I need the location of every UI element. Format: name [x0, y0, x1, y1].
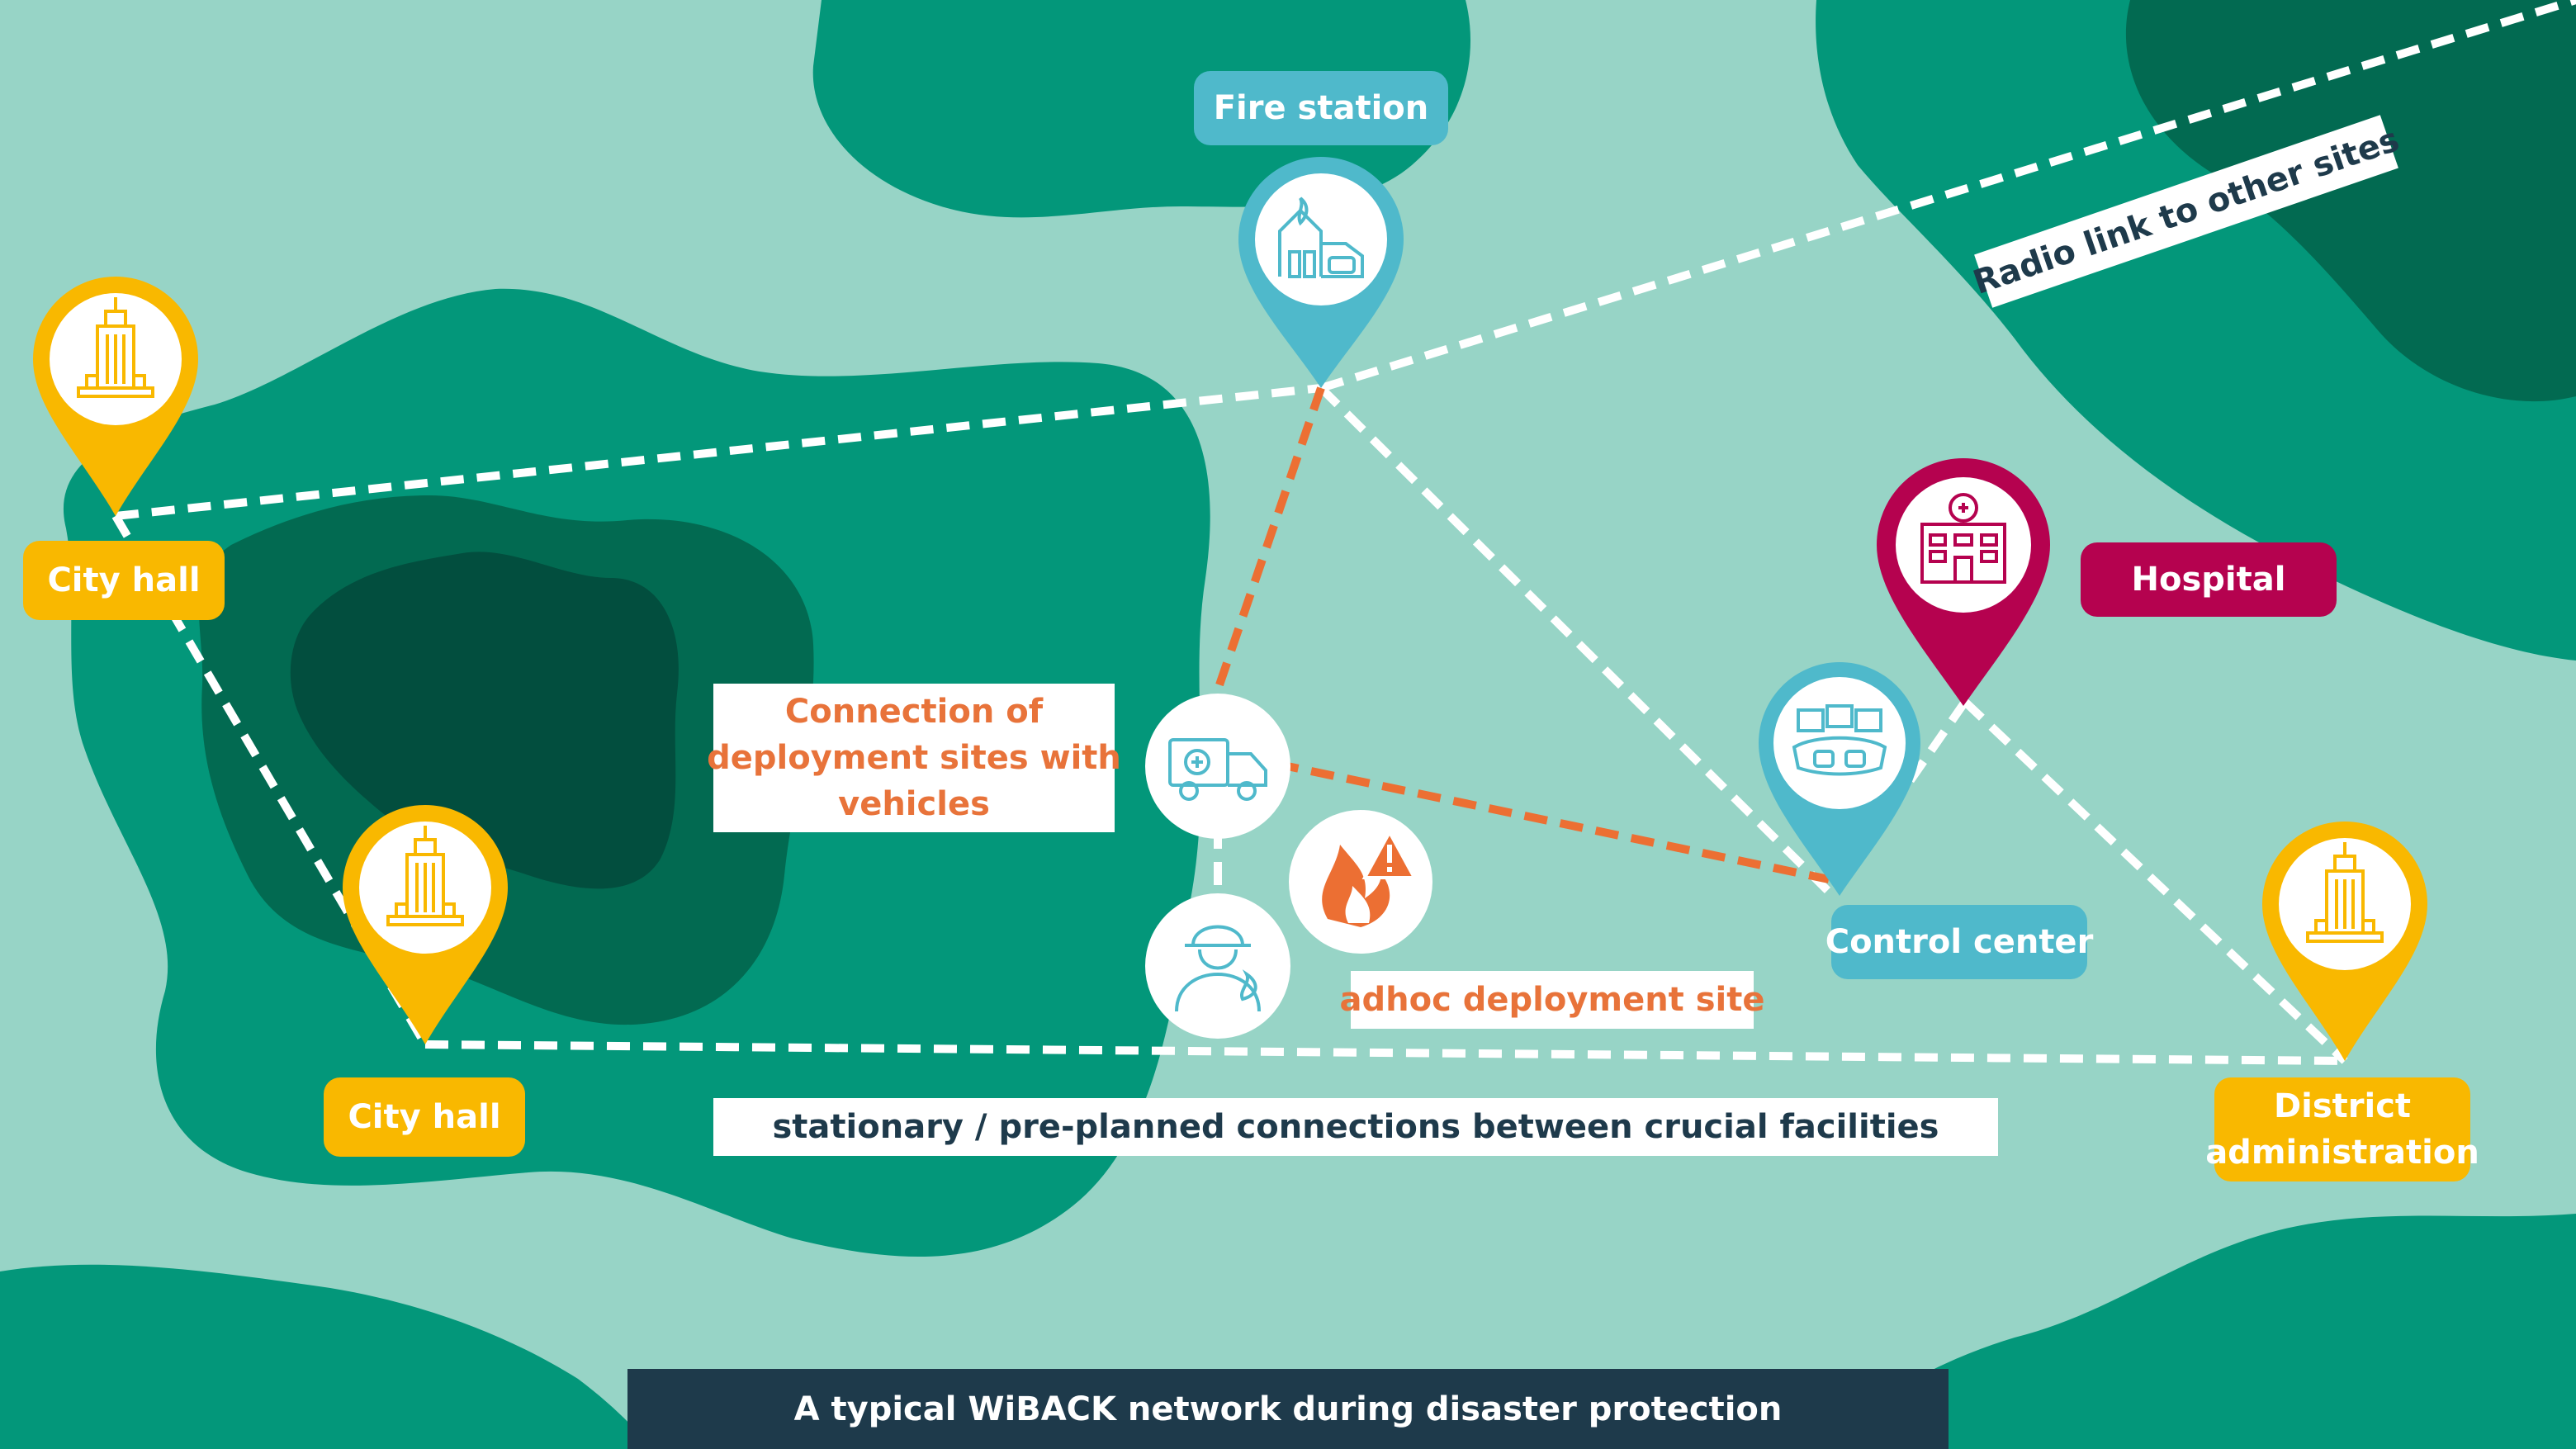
label-adhoc-site: adhoc deployment site	[1340, 971, 1765, 1029]
vehicle-links	[1210, 386, 1830, 883]
label-control-center: Control center	[1825, 905, 2093, 979]
label-city-hall-left: City hall	[23, 541, 225, 620]
city-hall-building-icon	[386, 826, 464, 926]
label-district-administration: District administration	[2205, 1077, 2479, 1181]
ambulance-node	[1145, 694, 1290, 839]
label-vehicle-connection: Connection of deployment sites with vehi…	[707, 684, 1121, 832]
pin-fire-station	[1238, 157, 1404, 388]
vehicles-line-2: deployment sites with	[707, 739, 1121, 777]
vehicles-line-1: Connection of	[784, 693, 1044, 731]
city-hall-building-icon	[2306, 842, 2384, 943]
label-stationary-connections: stationary / pre-planned connections bet…	[713, 1098, 1998, 1156]
link-hospital-district	[1962, 698, 2348, 1064]
label-fire-station: Fire station	[1194, 71, 1448, 145]
fire-warning-node	[1289, 810, 1432, 954]
city-hall-building-icon	[77, 297, 154, 398]
link-fire-ambulance	[1210, 386, 1325, 703]
label-city-hall-bottom: City hall	[324, 1077, 525, 1157]
pin-city-hall-bottom	[343, 805, 508, 1044]
link-ambulance-control	[1274, 760, 1830, 883]
link-cityhall-fire	[115, 384, 1322, 520]
fire-warning-icon	[1322, 828, 1418, 927]
pin-city-hall-left	[33, 277, 198, 516]
fire-station-icon	[1278, 197, 1364, 278]
label-hospital: Hospital	[2081, 542, 2337, 617]
firefighter-icon	[1175, 925, 1261, 1012]
district-line-2: administration	[2205, 1134, 2479, 1172]
district-line-1: District	[2273, 1087, 2412, 1125]
link-fire-control	[1318, 385, 1832, 895]
pin-district-administration	[2262, 822, 2427, 1061]
pin-control-center	[1759, 662, 1920, 896]
land-bottom-right	[1816, 1214, 2576, 1449]
link-fire-radio	[1319, 0, 2576, 392]
pin-hospital	[1877, 458, 2050, 706]
link-cityhall-district	[424, 1040, 2346, 1065]
caption-bar: A typical WiBACK network during disaster…	[627, 1369, 1949, 1449]
firefighter-node	[1145, 893, 1290, 1039]
control-center-desk-icon	[1792, 704, 1887, 776]
ambulance-icon	[1168, 738, 1267, 801]
land-left-darkest	[290, 552, 679, 889]
hospital-icon	[1920, 493, 2006, 584]
vehicles-line-3: vehicles	[838, 785, 990, 823]
land-bottom-left	[0, 1264, 652, 1449]
